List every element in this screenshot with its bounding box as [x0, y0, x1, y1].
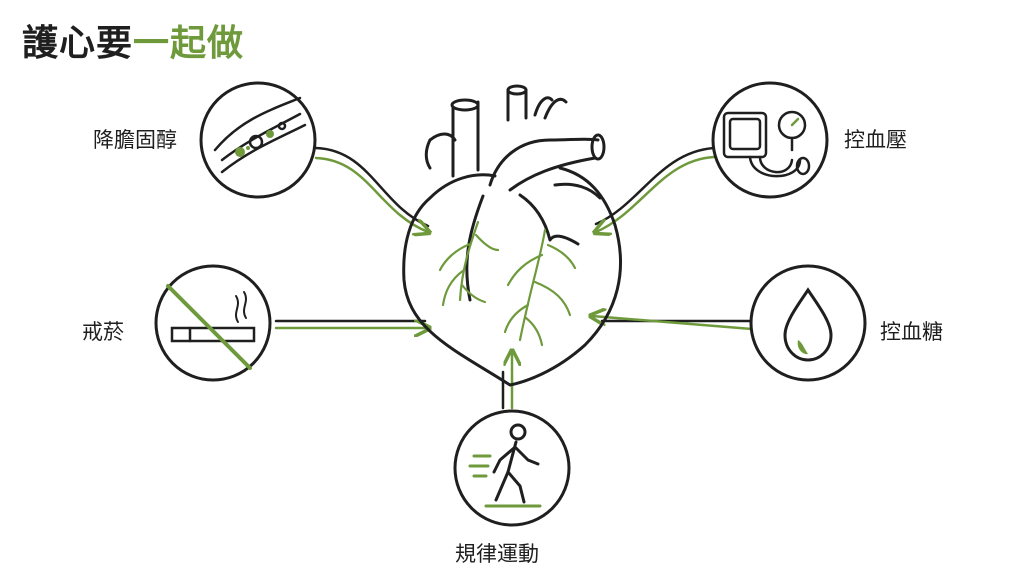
page-title: 護心要一起做	[22, 14, 244, 66]
walking-person-icon	[468, 423, 542, 508]
no-smoking-circle	[154, 264, 272, 382]
label-blood-pressure: 控血壓	[844, 128, 907, 152]
no-smoking-icon	[166, 284, 256, 370]
title-part-1: 護心要	[22, 23, 134, 64]
label-cholesterol: 降膽固醇	[93, 128, 177, 152]
blood-pressure-monitor-icon	[722, 110, 811, 178]
connector-cholesterol	[314, 146, 428, 232]
heart-icon	[402, 84, 622, 387]
connector-no-smoking	[274, 321, 428, 328]
exercise-circle	[453, 409, 571, 527]
label-no-smoking: 戒菸	[82, 320, 124, 344]
label-blood-sugar: 控血糖	[880, 320, 943, 344]
connector-blood-sugar	[592, 316, 754, 331]
heart-vessels	[438, 220, 577, 347]
blood-drop-icon	[783, 287, 833, 362]
title-part-2: 一起做	[133, 23, 245, 64]
cholesterol-circle	[199, 81, 317, 199]
blood-pressure-circle	[711, 81, 829, 199]
blood-sugar-circle	[749, 264, 867, 382]
connector-exercise	[501, 352, 512, 410]
label-exercise: 規律運動	[455, 542, 539, 566]
artery-plaque-icon	[213, 96, 307, 174]
